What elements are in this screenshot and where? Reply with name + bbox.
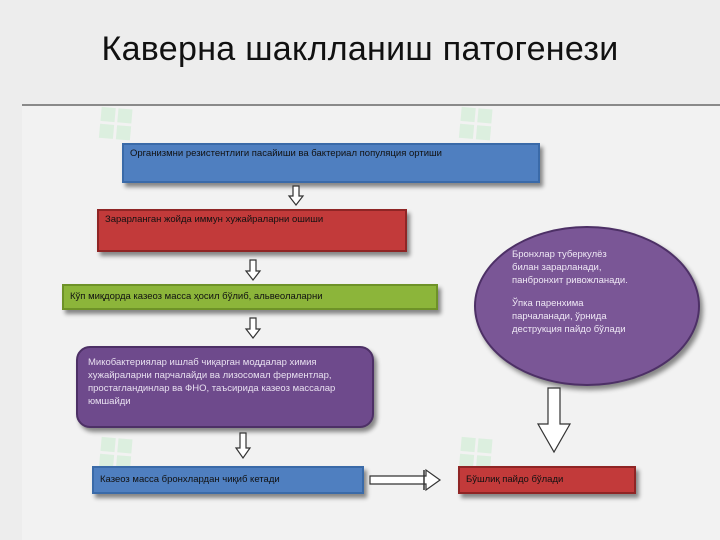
ellipse-line: деструкция пайдо бўлади <box>512 324 626 335</box>
ellipse-line: парчаланади, ўрнида <box>512 311 607 322</box>
step-box-immune-cells: Зарарланган жойда иммун хужайраларни оши… <box>97 209 407 252</box>
ellipse-line: Бронхлар туберкулёз <box>512 249 607 260</box>
slide-title: Каверна шаклланиш патогенези <box>101 30 619 68</box>
ellipse-line: панбронхит ривожланади. <box>512 275 628 286</box>
ellipse-line: билан зарарланади, <box>512 262 602 273</box>
step-box-resistance: Организмни резистентлиги пасайиши ва бак… <box>122 143 540 183</box>
step-box-mycobacteria: Микобактериялар ишлаб чиқарган моддалар … <box>76 346 374 428</box>
step-box-caseous-mass: Кўп миқдорда казеоз масса ҳосил бўлиб, а… <box>62 284 438 310</box>
title-divider <box>22 104 720 106</box>
step-box-cavity: Бўшлиқ пайдо бўлади <box>458 466 636 494</box>
bronchi-ellipse: Бронхлар туберкулёз билан зарарланади, п… <box>474 226 700 386</box>
ellipse-line: Ўпка паренхима <box>512 298 584 309</box>
step-box-bronchi-exit: Казеоз масса бронхлардан чиқиб кетади <box>92 466 364 494</box>
